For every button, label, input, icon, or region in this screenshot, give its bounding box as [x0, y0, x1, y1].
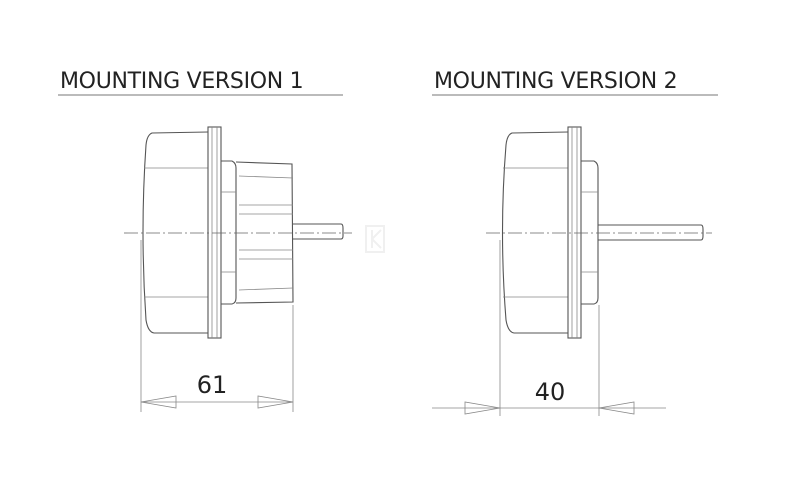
view-title: MOUNTING VERSION 1	[60, 69, 303, 94]
dimension-40: 40	[432, 240, 666, 416]
dimension-61: 61	[140, 240, 294, 412]
lens-housing	[501, 131, 569, 334]
step	[581, 160, 599, 305]
mounting-shaft	[293, 223, 344, 240]
mounting-version-2: MOUNTING VERSION 2 40	[432, 69, 718, 416]
mounting-version-1: MOUNTING VERSION 1	[58, 69, 352, 412]
flange	[567, 126, 582, 339]
ribbed-cylinder	[235, 161, 294, 304]
flange	[207, 126, 222, 339]
dimension-label: 61	[197, 371, 228, 399]
view-title: MOUNTING VERSION 2	[434, 69, 677, 94]
lamp-side-view	[486, 126, 712, 339]
step	[221, 160, 237, 305]
watermark-logo	[365, 225, 385, 253]
mounting-shaft	[598, 224, 704, 241]
dimension-label: 40	[535, 378, 566, 406]
lamp-side-view	[124, 126, 352, 339]
lens-housing	[142, 131, 209, 334]
